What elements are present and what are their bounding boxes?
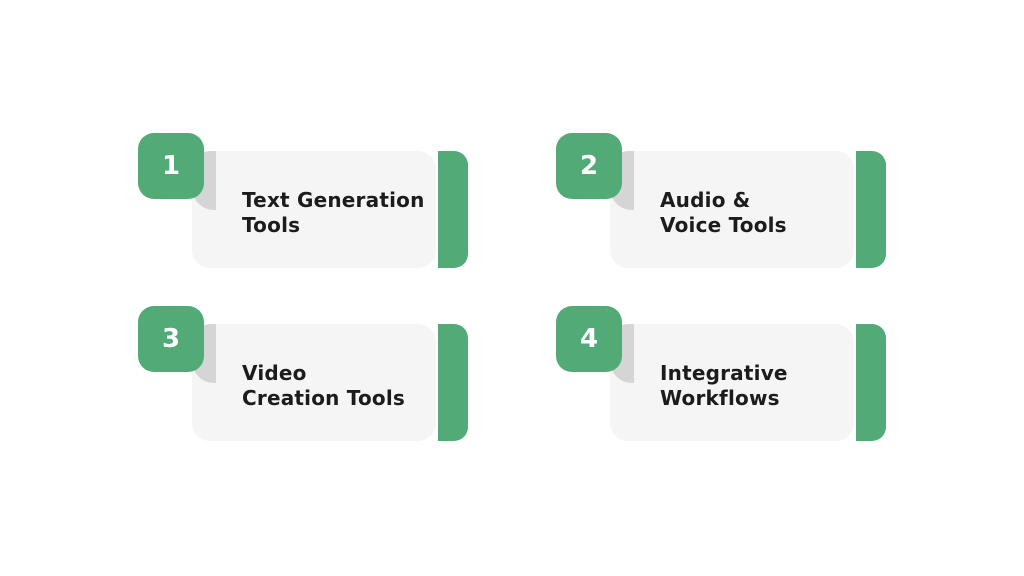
card-audio-voice-tools: Audio & Voice Tools 2 [556, 133, 886, 268]
card-body: Audio & Voice Tools [610, 151, 854, 268]
step-number-badge: 4 [556, 306, 622, 372]
card-text-generation-tools: Text Generation Tools 1 [138, 133, 468, 268]
accent-bar [438, 151, 468, 268]
card-video-creation-tools: Video Creation Tools 3 [138, 306, 468, 441]
card-body: Integrative Workflows [610, 324, 854, 441]
card-title: Video Creation Tools [242, 360, 405, 410]
card-title: Audio & Voice Tools [660, 187, 787, 237]
step-number-badge: 3 [138, 306, 204, 372]
card-title: Integrative Workflows [660, 360, 788, 410]
card-body: Text Generation Tools [192, 151, 436, 268]
step-number-badge: 2 [556, 133, 622, 199]
card-body: Video Creation Tools [192, 324, 436, 441]
card-title: Text Generation Tools [242, 187, 425, 237]
accent-bar [856, 324, 886, 441]
accent-bar [856, 151, 886, 268]
step-number-badge: 1 [138, 133, 204, 199]
accent-bar [438, 324, 468, 441]
card-integrative-workflows: Integrative Workflows 4 [556, 306, 886, 441]
